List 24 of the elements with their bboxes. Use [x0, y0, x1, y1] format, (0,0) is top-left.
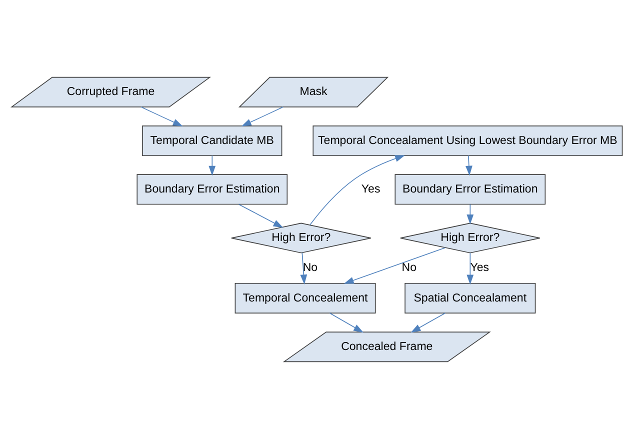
node-box: Temporal Concealement [234, 282, 376, 314]
arrow [466, 155, 472, 176]
arrow [140, 106, 183, 126]
arrow [238, 204, 284, 228]
edge-label: No [302, 262, 318, 274]
edge-label: Yes [470, 262, 490, 274]
edge-label: No [402, 262, 417, 274]
arrow [300, 252, 308, 284]
node-box: Boundary Error Estimation [394, 174, 546, 205]
arrow [466, 204, 474, 224]
node-box: Boundary Error Estimation [136, 174, 288, 205]
arrow [310, 155, 405, 226]
node-box: Temporal Concealament Using Lowest Boundary Error MB [312, 126, 623, 156]
arrow [329, 312, 364, 333]
arrow [344, 247, 446, 284]
node-diamond: High Error? [230, 222, 372, 254]
arrow [241, 106, 284, 126]
arrow [208, 155, 216, 176]
node-diamond: High Error? [400, 222, 540, 254]
node-box: Spatial Concealament [404, 282, 536, 314]
arrow [410, 312, 446, 333]
arrow [466, 252, 474, 285]
edge-label: Yes [361, 183, 380, 196]
node-box: Temporal Candidate MB [142, 126, 282, 156]
